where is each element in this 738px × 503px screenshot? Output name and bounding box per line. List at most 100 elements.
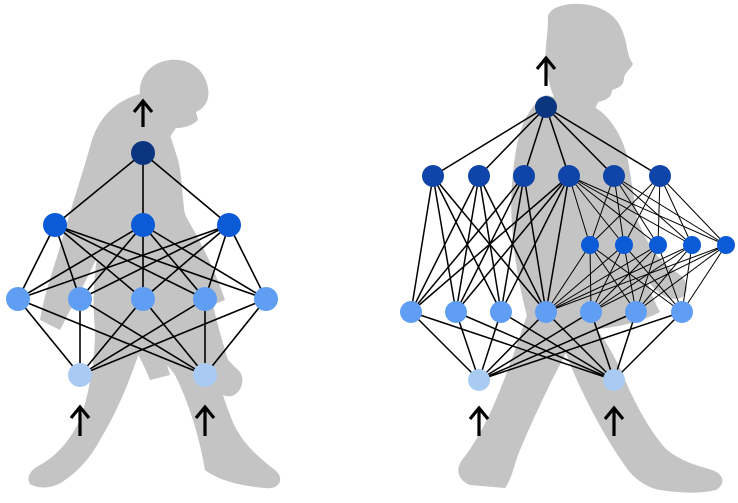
- io-arrows: [69, 55, 625, 436]
- network-edge: [568, 175, 727, 246]
- hidden-node: [580, 301, 602, 323]
- hidden-node: [468, 165, 490, 187]
- network-edge: [432, 175, 457, 313]
- network-edge: [590, 244, 727, 313]
- network-edge: [204, 298, 267, 376]
- network-edge: [455, 311, 615, 381]
- hidden-node: [490, 301, 512, 323]
- network-edge: [17, 224, 230, 300]
- network-edge: [613, 175, 727, 246]
- network-edge: [635, 244, 659, 313]
- network-edge: [478, 311, 502, 381]
- hidden-node: [683, 236, 701, 254]
- network-edge: [589, 175, 615, 246]
- network-edge: [410, 311, 615, 381]
- network-edge: [568, 175, 693, 246]
- hidden-node: [6, 287, 30, 311]
- network-edge: [657, 175, 661, 246]
- network-edge: [613, 175, 693, 246]
- network-edge: [589, 244, 683, 313]
- network-edge: [568, 175, 625, 246]
- network-edge: [623, 175, 661, 246]
- right-network-nodes: [400, 96, 735, 391]
- network-edge: [613, 311, 683, 381]
- network-edge: [17, 224, 56, 300]
- network-edge: [568, 175, 591, 246]
- up-arrow-icon: [69, 404, 91, 436]
- network-edge: [432, 175, 547, 313]
- network-edge: [590, 244, 693, 313]
- right-network-edges: [410, 106, 727, 381]
- network-edge: [657, 244, 683, 313]
- input-node: [193, 363, 217, 387]
- network-edge: [590, 244, 625, 313]
- hidden-node: [717, 236, 735, 254]
- network-edge: [17, 224, 144, 300]
- hidden-node: [445, 301, 467, 323]
- hidden-node: [400, 301, 422, 323]
- network-edge: [432, 175, 502, 313]
- hidden-node: [131, 213, 155, 237]
- output-node: [131, 141, 155, 165]
- output-node: [535, 96, 557, 118]
- network-edge: [478, 106, 547, 177]
- network-edge: [545, 244, 659, 313]
- hidden-node: [558, 165, 580, 187]
- network-edge: [545, 244, 591, 313]
- input-node: [603, 369, 625, 391]
- network-edge: [54, 224, 206, 300]
- network-edge: [623, 244, 637, 313]
- network-edge: [590, 244, 659, 313]
- input-node: [468, 369, 490, 391]
- network-edge: [455, 311, 480, 381]
- input-node: [68, 363, 92, 387]
- up-arrow-icon: [194, 404, 216, 436]
- network-edge: [589, 244, 637, 313]
- hidden-node: [131, 287, 155, 311]
- network-edge: [142, 224, 267, 300]
- network-edge: [589, 244, 592, 313]
- up-arrow-icon: [603, 405, 625, 436]
- network-edge: [659, 175, 727, 246]
- network-edge: [545, 244, 625, 313]
- hidden-node: [422, 165, 444, 187]
- network-edge: [204, 224, 230, 300]
- network-edge: [410, 311, 480, 381]
- left-network-edges: [17, 152, 267, 376]
- network-edge: [613, 175, 659, 246]
- left-network-nodes: [6, 141, 278, 387]
- network-edge: [681, 244, 727, 313]
- hidden-node: [43, 213, 67, 237]
- hidden-node: [603, 165, 625, 187]
- network-edge: [410, 175, 434, 313]
- network-edge: [659, 175, 693, 246]
- network-edge: [623, 244, 683, 313]
- network-edge: [545, 244, 693, 313]
- hidden-node: [671, 301, 693, 323]
- network-edge: [142, 224, 206, 300]
- network-edge: [545, 175, 570, 313]
- network-edge: [681, 244, 693, 313]
- network-edge: [545, 311, 615, 381]
- hidden-node: [513, 165, 535, 187]
- hidden-node: [649, 165, 671, 187]
- network-edge: [613, 311, 637, 381]
- hidden-node: [625, 301, 647, 323]
- up-arrow-icon: [132, 98, 154, 127]
- ape-silhouette: [28, 59, 281, 489]
- network-edge: [79, 298, 206, 376]
- hidden-node: [254, 287, 278, 311]
- hidden-node: [581, 236, 599, 254]
- network-edge: [523, 106, 547, 177]
- network-edge: [142, 298, 206, 376]
- network-edge: [545, 106, 661, 177]
- network-edge: [478, 175, 547, 313]
- network-edge: [432, 106, 547, 177]
- network-edge: [635, 244, 693, 313]
- network-edge: [54, 152, 144, 226]
- network-edge: [590, 311, 615, 381]
- network-edge: [589, 175, 661, 246]
- network-edge: [17, 298, 206, 376]
- hidden-node: [217, 213, 241, 237]
